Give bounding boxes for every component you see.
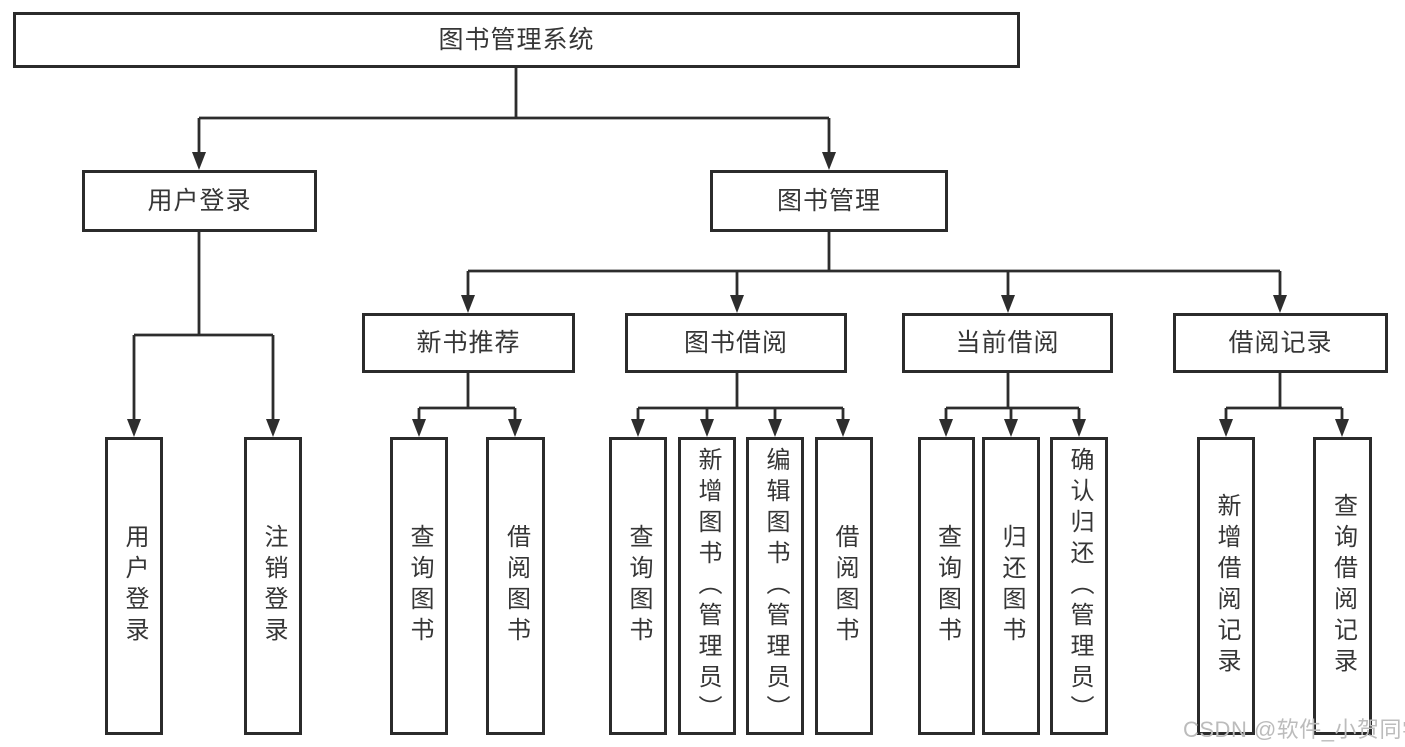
node-label: 图书借阅 [683, 328, 788, 357]
node-label: 确认归还（管理员） [1066, 446, 1093, 726]
node-label: 借阅图书 [831, 524, 858, 648]
leaf-query-books-borrowing: 查询图书 [609, 437, 667, 735]
leaf-query-borrow-record: 查询借阅记录 [1313, 437, 1372, 735]
node-label: 新增图书（管理员） [694, 446, 721, 726]
leaf-query-books-current: 查询图书 [918, 437, 975, 735]
node-label: 注销登录 [260, 524, 287, 648]
node-label: 查询图书 [625, 524, 652, 648]
node-book-borrowing: 图书借阅 [625, 313, 847, 373]
node-label: 图书管理 [776, 186, 881, 215]
leaf-borrow-books-borrowing: 借阅图书 [815, 437, 873, 735]
node-label: 用户登录 [147, 186, 252, 215]
node-label: 新增借阅记录 [1213, 493, 1240, 679]
node-label: 查询图书 [406, 524, 433, 648]
leaf-borrow-books-recommend: 借阅图书 [486, 437, 545, 735]
node-label: 编辑图书（管理员） [762, 446, 789, 726]
node-label: 借阅记录 [1228, 328, 1333, 357]
leaf-add-borrow-record: 新增借阅记录 [1197, 437, 1255, 735]
node-label: 查询图书 [933, 524, 961, 648]
csdn-watermark: CSDN @软件_小贺同学 [1183, 717, 1405, 742]
node-label: 查询借阅记录 [1329, 493, 1357, 679]
node-library-management-system: 图书管理系统 [13, 12, 1020, 68]
leaf-query-books-recommend: 查询图书 [390, 437, 448, 735]
node-borrowing-records: 借阅记录 [1173, 313, 1388, 373]
node-user-login: 用户登录 [82, 170, 317, 232]
leaf-edit-books-admin: 编辑图书（管理员） [746, 437, 804, 735]
node-label: 归还图书 [998, 524, 1025, 648]
leaf-logout-login: 注销登录 [244, 437, 302, 735]
leaf-return-books: 归还图书 [982, 437, 1040, 735]
node-book-management: 图书管理 [710, 170, 948, 232]
leaf-confirm-return-admin: 确认归还（管理员） [1050, 437, 1108, 735]
node-new-book-recommend: 新书推荐 [362, 313, 575, 373]
node-current-borrowing: 当前借阅 [902, 313, 1113, 373]
leaf-user-login: 用户登录 [105, 437, 163, 735]
node-label: 借阅图书 [502, 524, 530, 648]
node-label: 用户登录 [121, 524, 148, 648]
node-label: 当前借阅 [955, 328, 1060, 357]
leaf-add-books-admin: 新增图书（管理员） [678, 437, 736, 735]
node-label: 图书管理系统 [438, 25, 595, 54]
node-label: 新书推荐 [416, 328, 521, 357]
